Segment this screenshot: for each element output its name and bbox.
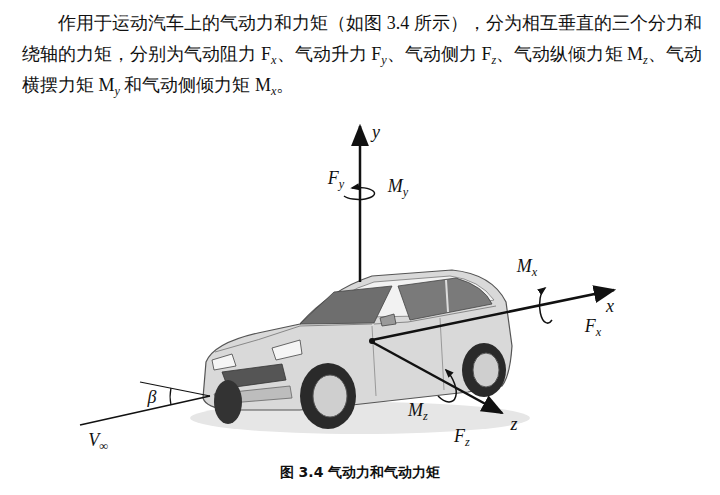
axis-label: β: [148, 388, 157, 406]
axis-label: Mz: [408, 401, 428, 419]
figure-caption: 图 3.4 气动力和气动力矩: [0, 464, 720, 482]
axis-label: Mx: [517, 257, 537, 275]
z-axis: [372, 342, 502, 413]
wheel-rim: [313, 375, 347, 417]
text-run: F: [585, 316, 596, 336]
y-axis: [359, 126, 362, 282]
subscript: y: [339, 177, 344, 191]
subscript: y: [403, 185, 408, 199]
text-run: 和气动侧倾力矩 M: [120, 75, 271, 95]
mirror: [380, 314, 396, 326]
text-run: M: [517, 256, 532, 276]
x-axis: [372, 290, 614, 340]
wheel: [300, 363, 356, 429]
text-run: M: [388, 176, 403, 196]
subscript: ∞: [99, 439, 108, 453]
moment-arc: [344, 187, 375, 199]
subscript: x: [271, 53, 276, 67]
axis-label: z: [510, 415, 517, 433]
text-run: 、气动侧力 F: [387, 44, 492, 64]
side-window: [398, 278, 492, 320]
angle-arc: [169, 388, 171, 405]
subscript: x: [271, 84, 276, 98]
headlight: [272, 340, 302, 360]
moment-arc: [438, 370, 456, 402]
axis-label: y: [372, 123, 380, 141]
car-body: [203, 270, 512, 410]
subscript: z: [423, 409, 428, 423]
subscript: z: [465, 435, 470, 449]
wheel-rim: [473, 353, 499, 387]
body-paragraph: 作用于运动汽车上的气动力和力矩（如图 3.4 所示），分为相互垂直的三个分力和绕…: [22, 8, 702, 101]
origin-dot: [369, 338, 375, 344]
door-line: [372, 326, 376, 396]
axis-label: Fz: [454, 427, 470, 445]
headlight: [212, 354, 236, 370]
subscript: x: [532, 265, 537, 279]
subscript: y: [381, 53, 386, 67]
window-pillar: [446, 280, 448, 312]
subscript: z: [491, 53, 496, 67]
wheel: [214, 380, 242, 424]
text-run: z: [510, 414, 517, 434]
text-run: 。: [276, 75, 294, 95]
velocity-line: [80, 396, 210, 425]
moment-arc: [540, 288, 552, 323]
axis-label: Fy: [328, 169, 344, 187]
wheel: [462, 343, 506, 397]
text-run: x: [606, 296, 614, 316]
axis-label: Fx: [585, 317, 601, 335]
text-run: M: [408, 400, 423, 420]
subscript: x: [596, 325, 601, 339]
axis-label: x: [606, 297, 614, 315]
windshield: [300, 286, 392, 324]
text-run: y: [372, 122, 380, 142]
text-run: 、气动升力 F: [276, 44, 381, 64]
subscript: y: [115, 84, 120, 98]
subscript: z: [643, 53, 648, 67]
axis-label: V∞: [88, 431, 108, 449]
text-run: β: [148, 387, 157, 407]
text-run: 、气动纵倾力矩 M: [496, 44, 643, 64]
text-run: F: [454, 426, 465, 446]
text-run: V: [88, 430, 99, 450]
text-run: F: [328, 168, 339, 188]
axis-label: My: [388, 177, 408, 195]
